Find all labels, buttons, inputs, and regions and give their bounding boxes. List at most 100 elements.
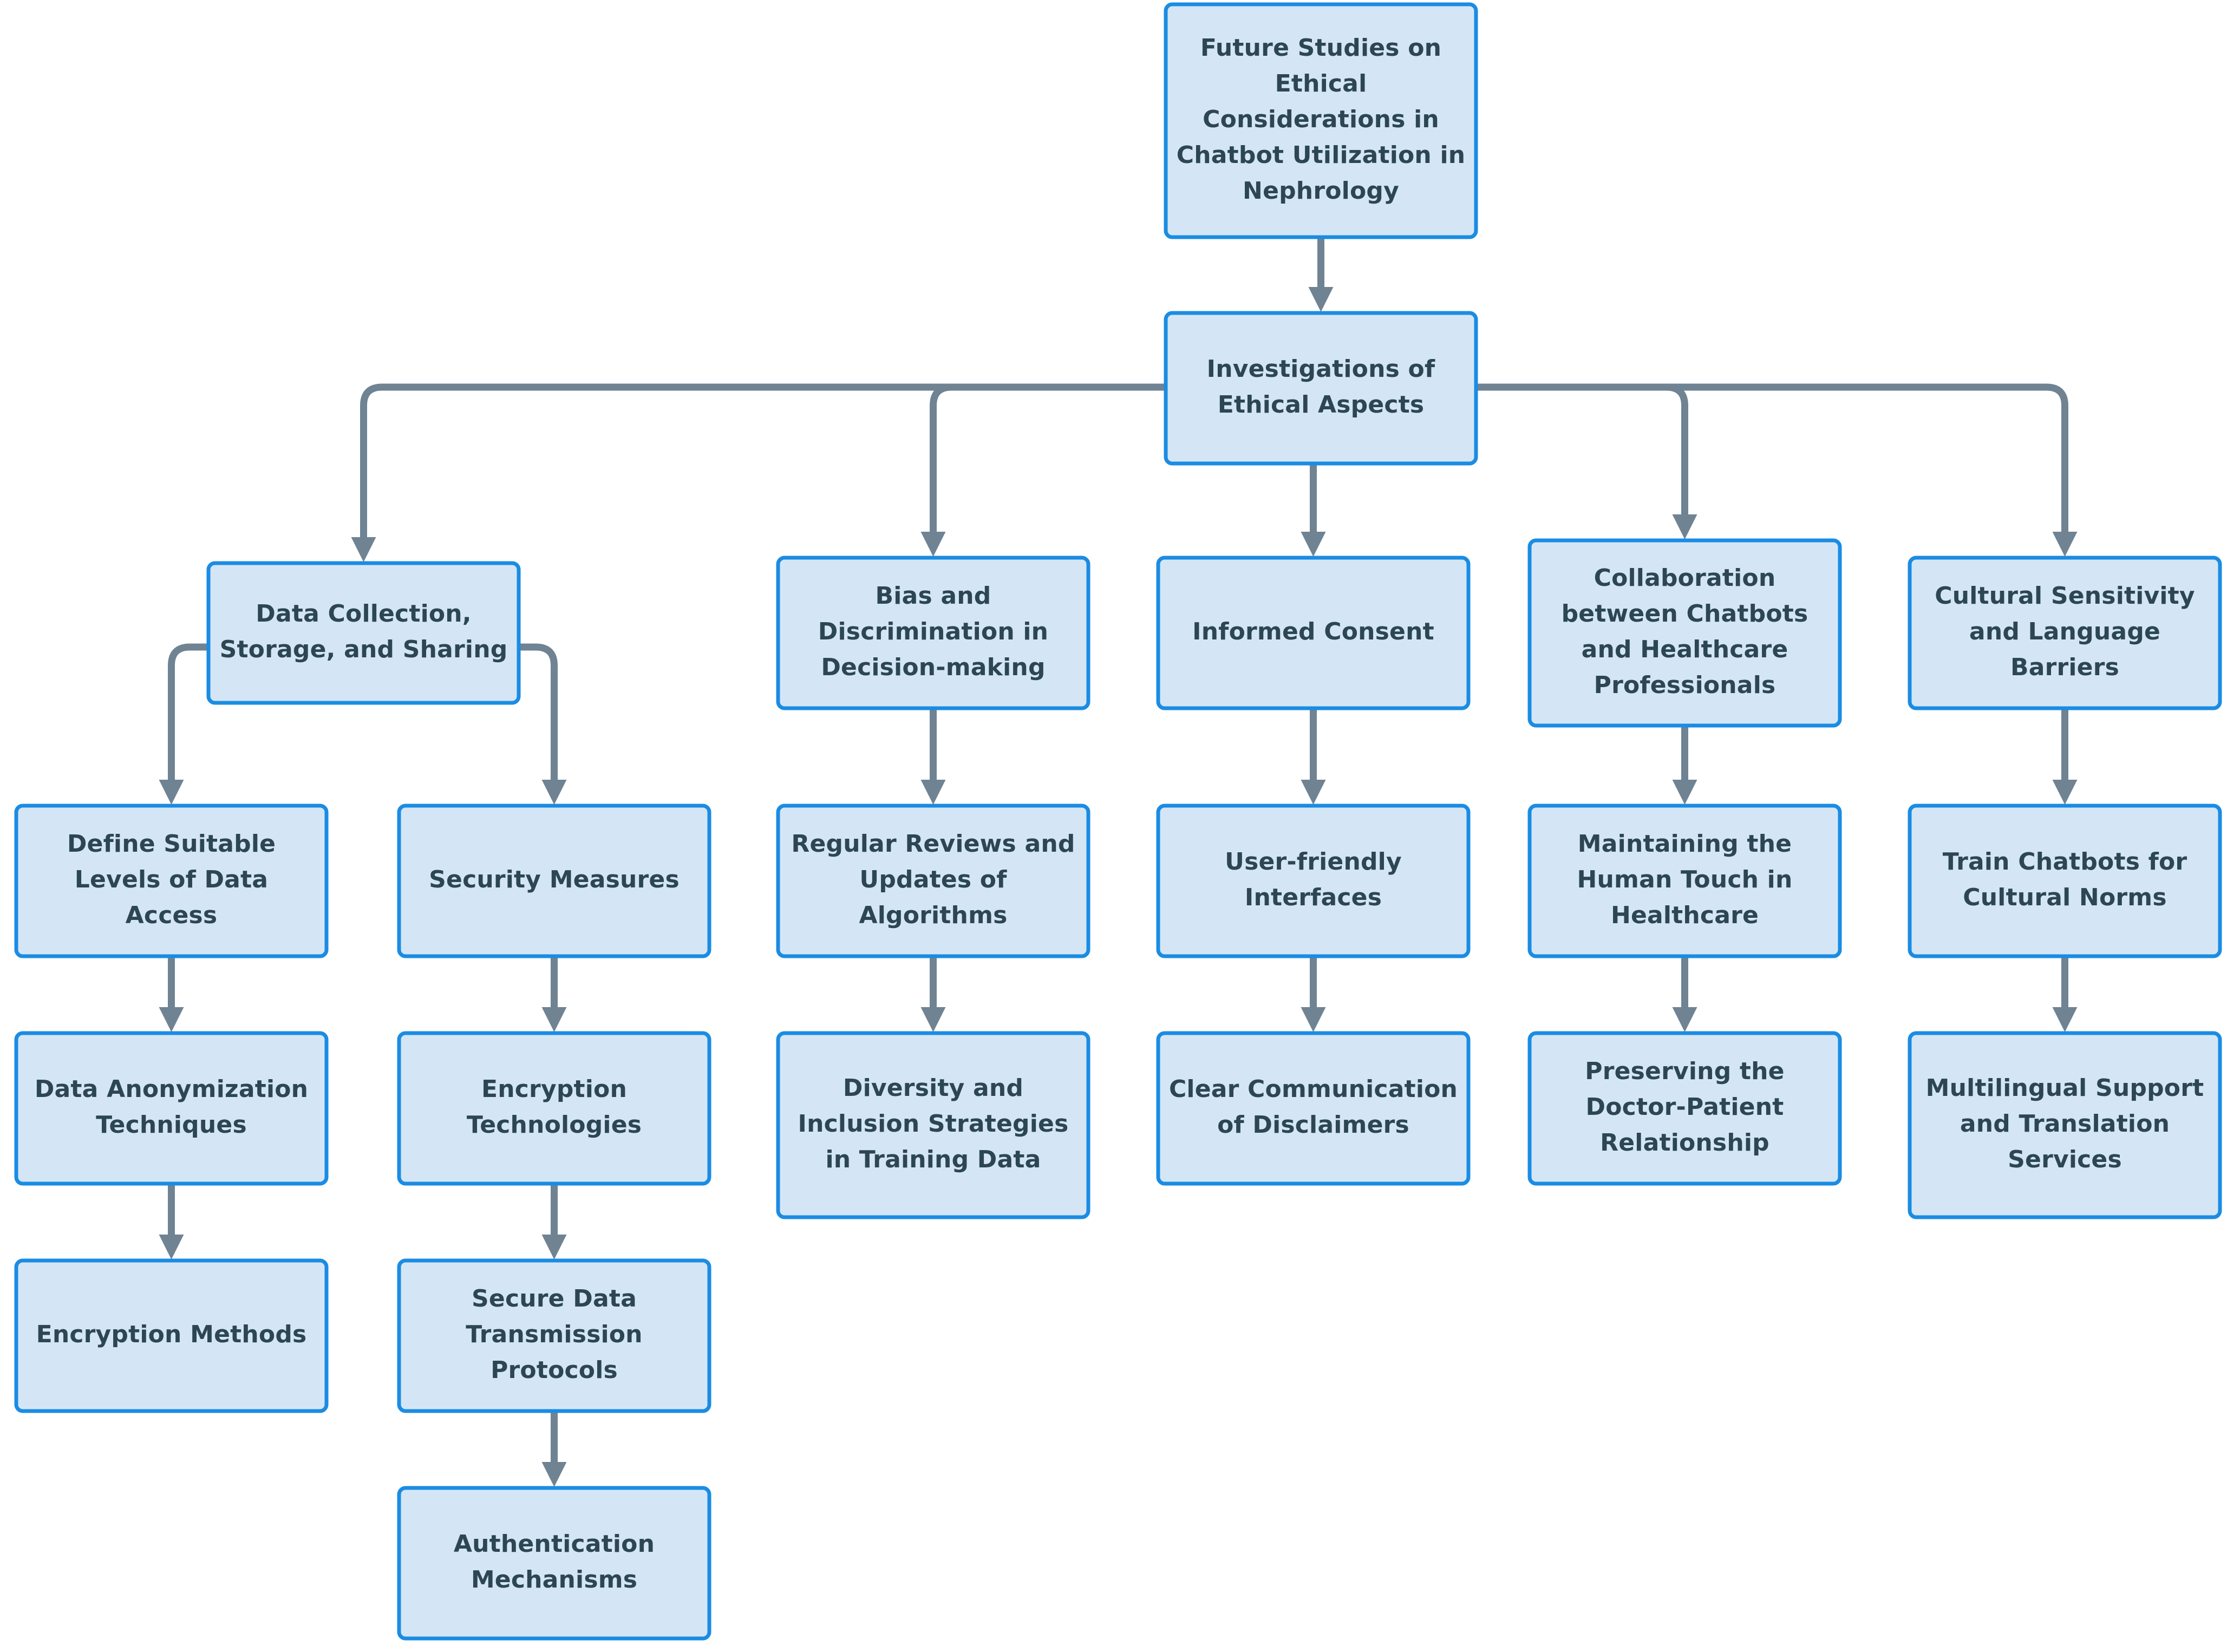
arrow-head [541, 1235, 567, 1259]
node-box-encryption-methods[interactable] [14, 1258, 329, 1413]
node-box-security[interactable] [397, 804, 711, 958]
edge-path-data-collection-to-security [515, 643, 558, 785]
node-box-disclaimers[interactable] [1156, 1031, 1471, 1186]
node-box-root[interactable] [1164, 2, 1478, 239]
flow-node-data-collection[interactable]: Data Collection,Storage, and Sharing [206, 561, 521, 705]
arrow-head [1672, 1007, 1697, 1032]
node-box-regular-reviews[interactable] [776, 804, 1090, 958]
node-box-doctor-patient[interactable] [1527, 1031, 1842, 1186]
flow-edge [1472, 383, 2078, 557]
node-box-human-touch[interactable] [1527, 804, 1842, 958]
arrow-head [1672, 780, 1697, 805]
node-label-informed-consent: Informed Consent [1192, 618, 1434, 645]
edge-path-investigations-to-bias [930, 383, 1170, 537]
node-box-authentication[interactable] [397, 1486, 711, 1641]
node-box-data-collection[interactable] [206, 561, 521, 705]
flow-edge [1301, 952, 1326, 1032]
edge-path-investigations-to-collaboration [1472, 383, 1688, 519]
node-box-informed-consent[interactable] [1156, 556, 1471, 710]
flow-edge [1301, 704, 1326, 805]
arrow-head [541, 780, 567, 805]
flow-node-encryption-methods[interactable]: Encryption Methods [14, 1258, 329, 1413]
arrow-head [2052, 780, 2078, 805]
node-box-multilingual[interactable] [1908, 1031, 2222, 1219]
flow-edge [1308, 233, 1334, 312]
arrow-head [2052, 532, 2078, 557]
edge-path-data-collection-to-define-access [168, 643, 212, 785]
flow-node-security[interactable]: Security Measures [397, 804, 711, 958]
arrow-head [159, 780, 184, 805]
node-box-diversity[interactable] [776, 1031, 1090, 1219]
flow-edge [2052, 704, 2078, 805]
node-box-encryption-tech[interactable] [397, 1031, 711, 1186]
arrow-head [920, 780, 946, 805]
arrow-head [541, 1007, 567, 1032]
flow-edge [351, 383, 1170, 562]
arrow-head [159, 1235, 184, 1259]
flow-edge [1472, 383, 1697, 539]
arrow-head [351, 537, 376, 562]
flow-edge [159, 952, 184, 1032]
node-box-define-access[interactable] [14, 804, 329, 958]
flow-edge [920, 704, 946, 805]
node-box-interfaces[interactable] [1156, 804, 1471, 958]
arrow-head [1301, 1007, 1326, 1032]
node-box-secure-transmission[interactable] [397, 1258, 711, 1413]
flow-edge [159, 1180, 184, 1259]
node-box-collaboration[interactable] [1527, 538, 1842, 728]
flow-edge [920, 952, 946, 1032]
arrow-head [1301, 532, 1326, 557]
node-label-data-collection: Data Collection,Storage, and Sharing [220, 600, 508, 663]
edge-layer [159, 233, 2078, 1487]
node-box-cultural[interactable] [1908, 556, 2222, 710]
arrow-head [1301, 780, 1326, 805]
edge-path-investigations-to-data-collection [360, 383, 1170, 542]
arrow-head [1672, 514, 1697, 539]
node-box-train-chatbots[interactable] [1908, 804, 2222, 958]
node-box-investigations[interactable] [1164, 311, 1478, 466]
arrow-head [2052, 1007, 2078, 1032]
flow-node-informed-consent[interactable]: Informed Consent [1156, 556, 1471, 710]
flow-edge [541, 1407, 567, 1487]
flow-edge [159, 643, 212, 805]
arrow-head [920, 1007, 946, 1032]
edge-path-investigations-to-cultural [1472, 383, 2068, 537]
node-box-anonymization[interactable] [14, 1031, 329, 1186]
node-box-bias[interactable] [776, 556, 1090, 710]
